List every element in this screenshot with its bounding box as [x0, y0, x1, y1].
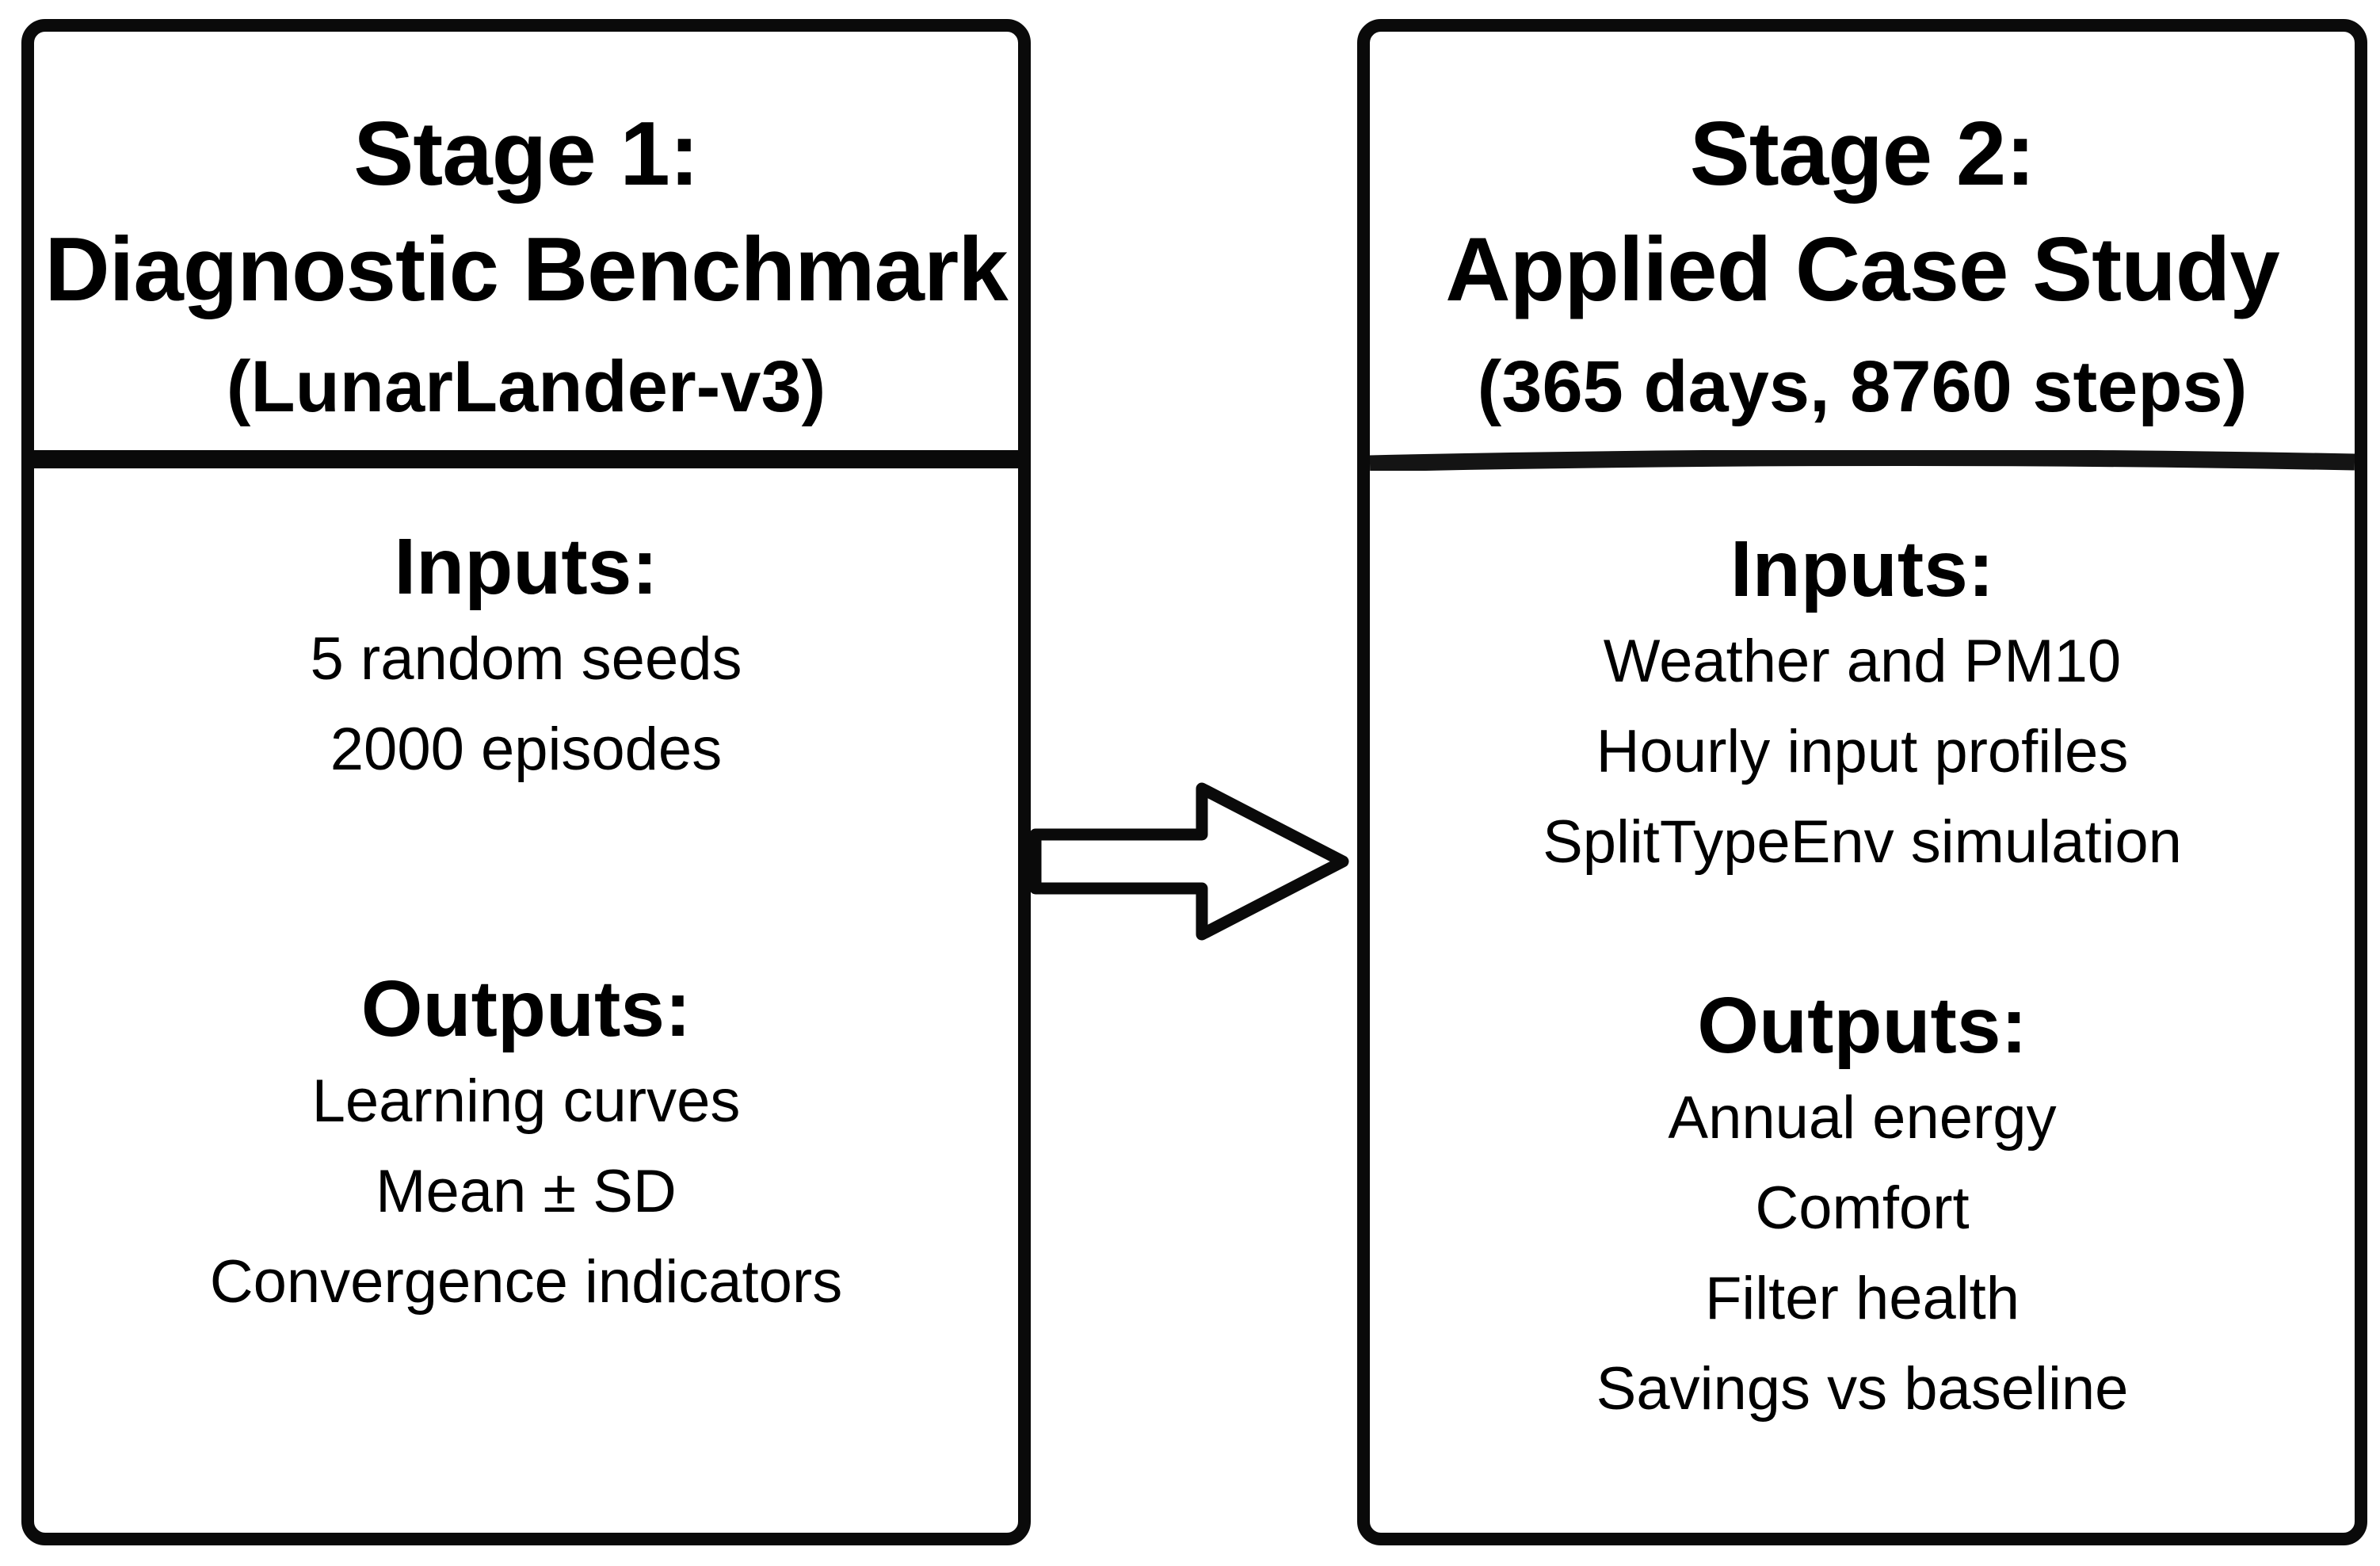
- stage2-input-item: SplitTypeEnv simulation: [1543, 808, 2182, 876]
- stage2-title-line1: Stage 2:: [1689, 104, 2035, 204]
- stage2-output-item: Filter health: [1704, 1265, 2020, 1332]
- stage2-box: Stage 2: Applied Case Study (365 days, 8…: [1357, 19, 2367, 1545]
- stage1-outputs-group: Outputs: Learning curves Mean ± SD Conve…: [34, 961, 1018, 1327]
- stage1-inputs-group: Inputs: 5 random seeds 2000 episodes: [34, 519, 1018, 795]
- stage1-body: Inputs: 5 random seeds 2000 episodes Out…: [34, 468, 1018, 1533]
- stage1-header: Stage 1: Diagnostic Benchmark (LunarLand…: [34, 32, 1018, 450]
- stage2-input-item: Hourly input profiles: [1596, 718, 2129, 785]
- right-block-arrow-icon: [1029, 782, 1349, 941]
- stage1-input-item: 2000 episodes: [330, 716, 723, 783]
- stage2-input-item: Weather and PM10: [1603, 628, 2122, 695]
- stage1-input-item: 5 random seeds: [310, 625, 742, 693]
- stage1-title-line2: Diagnostic Benchmark: [44, 220, 1008, 320]
- stage2-output-item: Comfort: [1755, 1174, 1970, 1242]
- stage2-body: Inputs: Weather and PM10 Hourly input pr…: [1370, 471, 2355, 1533]
- stage1-title: Stage 1: Diagnostic Benchmark: [44, 97, 1008, 328]
- stage2-subtitle: (365 days, 8760 steps): [1477, 346, 2248, 427]
- stage1-subtitle: (LunarLander-v3): [226, 346, 826, 427]
- stage1-output-item: Convergence indicators: [209, 1248, 843, 1316]
- stage1-title-line1: Stage 1:: [353, 104, 699, 204]
- stage2-inputs-heading: Inputs:: [1730, 525, 1995, 613]
- stage2-title: Stage 2: Applied Case Study: [1445, 97, 2280, 328]
- stage2-inputs-group: Inputs: Weather and PM10 Hourly input pr…: [1370, 521, 2355, 888]
- stage1-header-divider: [34, 450, 1018, 468]
- stage1-outputs-heading: Outputs:: [360, 964, 692, 1053]
- stage1-inputs-heading: Inputs:: [394, 522, 658, 611]
- stage2-header-divider: [1370, 450, 2355, 471]
- stage2-title-line2: Applied Case Study: [1445, 220, 2280, 320]
- stage2-outputs-group: Outputs: Annual energy Comfort Filter he…: [1370, 978, 2355, 1434]
- stage2-output-item: Annual energy: [1668, 1084, 2057, 1152]
- stage1-output-item: Mean ± SD: [376, 1158, 677, 1225]
- stage2-outputs-heading: Outputs:: [1697, 981, 2027, 1070]
- stage1-box: Stage 1: Diagnostic Benchmark (LunarLand…: [21, 19, 1031, 1545]
- stage2-output-item: Savings vs baseline: [1596, 1355, 2129, 1423]
- stage2-header: Stage 2: Applied Case Study (365 days, 8…: [1370, 32, 2355, 450]
- stage1-output-item: Learning curves: [311, 1068, 741, 1135]
